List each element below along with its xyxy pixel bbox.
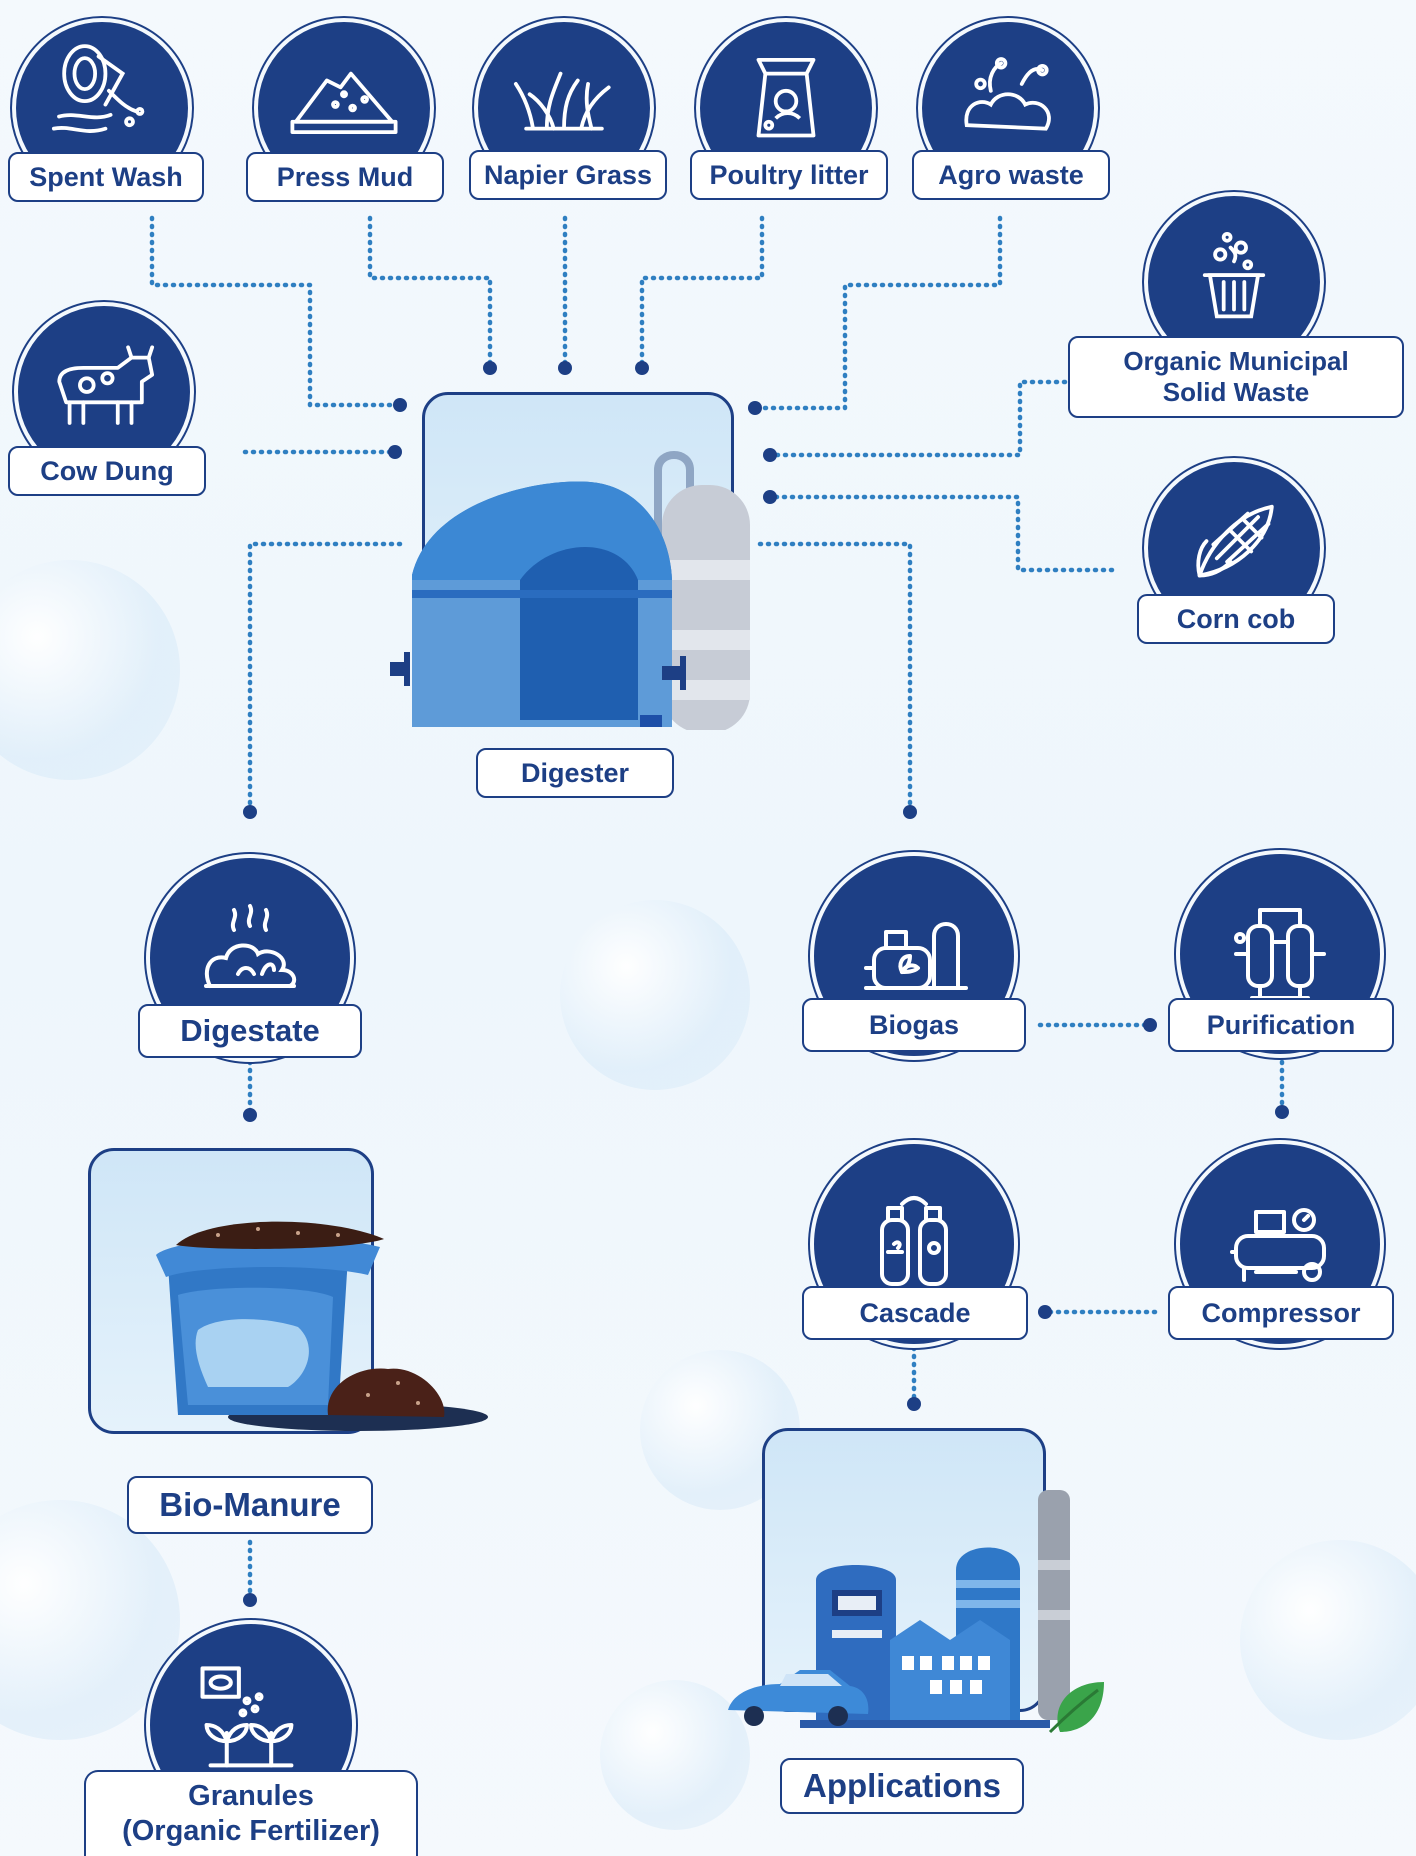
- spent-wash-label: Spent Wash: [8, 152, 204, 202]
- applications-illustration: [728, 1490, 1104, 1734]
- purification-label: Purification: [1168, 998, 1394, 1052]
- omsw-line2: Solid Waste: [1162, 377, 1310, 407]
- cow-dung-label: Cow Dung: [8, 446, 206, 496]
- poultry-litter-label: Poultry litter: [690, 150, 888, 200]
- applications-label: Applications: [780, 1758, 1024, 1814]
- digestate-label: Digestate: [138, 1004, 362, 1058]
- granules-label: Granules (Organic Fertilizer): [84, 1770, 418, 1856]
- press-mud-label: Press Mud: [246, 152, 444, 202]
- manure-bag-illustration: [156, 1221, 488, 1431]
- digester-label: Digester: [476, 748, 674, 798]
- compressor-label: Compressor: [1168, 1286, 1394, 1340]
- corn-cob-label: Corn cob: [1137, 594, 1335, 644]
- napier-grass-label: Napier Grass: [469, 150, 667, 200]
- digester-tank-illustration: [390, 451, 750, 730]
- cascade-label: Cascade: [802, 1286, 1028, 1340]
- bio-manure-label: Bio-Manure: [127, 1476, 373, 1534]
- connector-dots: [243, 361, 1289, 1607]
- biogas-label: Biogas: [802, 998, 1026, 1052]
- granules-line2: (Organic Fertilizer): [122, 1815, 380, 1847]
- organic-municipal-solid-waste-label: Organic Municipal Solid Waste: [1068, 336, 1404, 418]
- agro-waste-label: Agro waste: [912, 150, 1110, 200]
- granules-line1: Granules: [188, 1780, 314, 1813]
- omsw-line1: Organic Municipal: [1123, 345, 1349, 376]
